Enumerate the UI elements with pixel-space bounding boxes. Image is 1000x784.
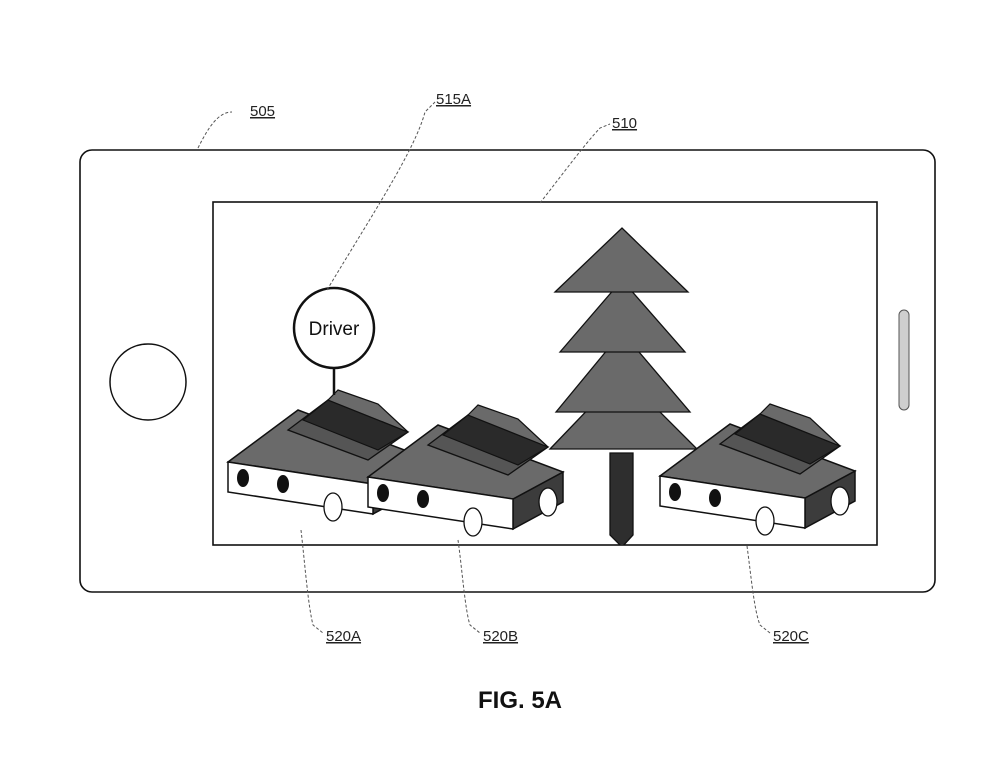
driver-indicator[interactable]: Driver	[292, 286, 376, 395]
display-screen	[212, 201, 878, 546]
label-520a: 520A	[326, 628, 361, 645]
label-520b: 520B	[483, 628, 518, 645]
driver-indicator-text: Driver	[309, 319, 360, 340]
label-505: 505	[250, 103, 275, 120]
label-520c: 520C	[773, 628, 809, 645]
figure-caption: FIG. 5A	[478, 687, 562, 714]
label-510: 510	[612, 115, 637, 132]
leader-lines	[197, 101, 771, 634]
side-button-icon[interactable]	[898, 309, 910, 411]
home-button-icon[interactable]	[109, 343, 187, 421]
tree-icon	[548, 227, 699, 545]
label-515a: 515A	[436, 91, 471, 108]
